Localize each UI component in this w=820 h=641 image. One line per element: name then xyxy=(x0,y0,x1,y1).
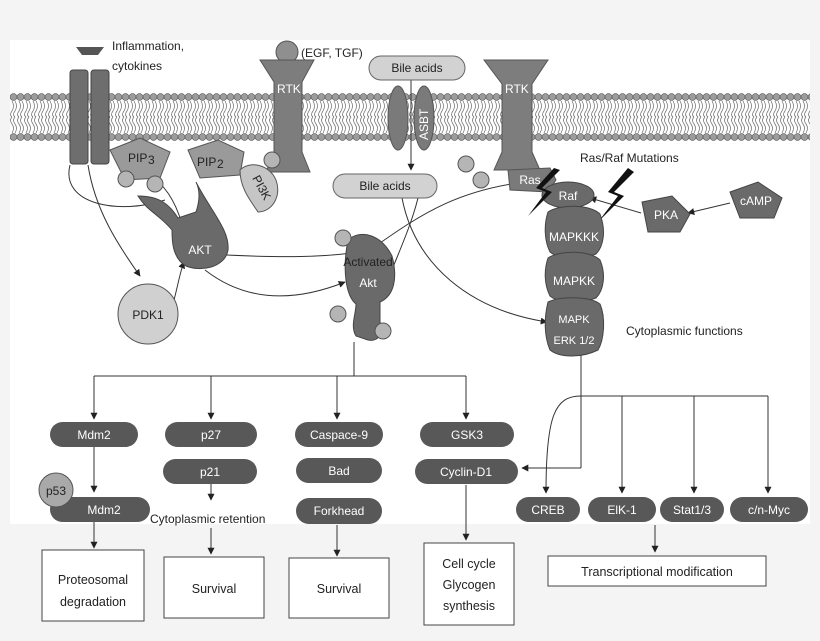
forkhead-label: Forkhead xyxy=(314,504,365,518)
cytokines-label-text: cytokines xyxy=(112,59,162,73)
cytoplasmic-retention-label: Cytoplasmic retention xyxy=(150,512,265,526)
gsk3-label: GSK3 xyxy=(451,428,483,442)
pip2-molecule xyxy=(187,139,281,179)
caspase9-label: Caspace-9 xyxy=(310,428,368,442)
pip2-subscript: 2 xyxy=(217,157,224,171)
p27-label: p27 xyxy=(201,428,221,442)
mapk-erk-protein xyxy=(544,297,605,357)
mdm2-bottom-label: Mdm2 xyxy=(87,503,121,517)
mapkk-protein xyxy=(544,251,604,303)
cell-cycle-label-1: Cell cycle xyxy=(442,557,496,571)
activated-akt-protein xyxy=(329,229,396,341)
survival-label-1: Survival xyxy=(192,582,236,596)
pka-protein xyxy=(641,195,691,233)
bile-acids-top xyxy=(368,55,466,81)
elk1-label: ElK-1 xyxy=(607,503,637,517)
inflammation-label: Inflammation, xyxy=(112,39,184,53)
asbt-label: ASBT xyxy=(417,108,431,140)
bile-acids-top-label: Bile acids xyxy=(391,61,442,75)
pip3-subscript: 3 xyxy=(148,153,155,167)
pip3-molecule xyxy=(109,137,171,193)
mdm2-top-label: Mdm2 xyxy=(77,428,111,442)
stat-label: Stat1/3 xyxy=(673,503,711,517)
ras-raf-mutations-label: Ras/Raf Mutations xyxy=(580,151,679,165)
cell-cycle-label-3: synthesis xyxy=(443,599,495,613)
creb-label: CREB xyxy=(531,503,564,517)
mutation-bolt-icon xyxy=(528,168,560,216)
mapk-label: MAPK xyxy=(558,314,590,326)
akt-targets: Mdm2 p27 Caspace-9 GSK3 p21 Bad Cyclin-D… xyxy=(38,422,518,524)
asbt-transporter xyxy=(387,85,435,151)
pka-label: PKA xyxy=(654,208,678,222)
pip3-label: PIP xyxy=(128,151,147,165)
erk-targets: CREB ElK-1 Stat1/3 c/n-Myc xyxy=(516,497,808,522)
rtk-left-receptor xyxy=(259,40,315,173)
mapkk-label: MAPKK xyxy=(553,274,595,288)
raf-label: Raf xyxy=(559,189,578,203)
erk-label: ERK 1/2 xyxy=(554,335,595,347)
growth-factor-label: (EGF, TGF) xyxy=(301,46,363,60)
p21-label: p21 xyxy=(200,465,220,479)
akt-label: AKT xyxy=(188,243,212,257)
bad-label: Bad xyxy=(328,464,349,478)
bile-acids-mid-label: Bile acids xyxy=(359,179,410,193)
rtk-left-label: RTK xyxy=(277,82,301,96)
pdk1-protein xyxy=(117,283,179,345)
cyclin-d1-label: Cyclin-D1 xyxy=(440,465,492,479)
survival-label-2: Survival xyxy=(317,582,361,596)
pip2-label: PIP xyxy=(197,155,216,169)
outcome-boxes: Proteosomal degradation Survival Surviva… xyxy=(41,542,767,626)
akt-protein xyxy=(137,181,229,270)
cytokine-receptor xyxy=(69,47,110,165)
proteosomal-label-2: degradation xyxy=(60,595,126,609)
pathway-arrows xyxy=(68,80,772,557)
mapkkk-label: MAPKKK xyxy=(549,230,599,244)
cytoplasmic-functions-label: Cytoplasmic functions xyxy=(626,324,743,338)
pdk1-label: PDK1 xyxy=(132,308,164,322)
camp-label: cAMP xyxy=(740,194,772,208)
transcriptional-label: Transcriptional modification xyxy=(581,565,733,579)
activated-akt-label: Activated xyxy=(343,255,392,269)
cell-membrane xyxy=(10,93,810,141)
rtk-right-label: RTK xyxy=(505,82,529,96)
pi3k-protein xyxy=(239,164,279,213)
ras-label: Ras xyxy=(519,173,540,187)
myc-label: c/n-Myc xyxy=(748,503,790,517)
camp-molecule xyxy=(729,181,783,219)
mutation-bolt-icon-2 xyxy=(598,168,634,222)
activated-akt-label-2: Akt xyxy=(359,276,377,290)
mapkkk-protein xyxy=(544,205,604,259)
cell-cycle-label-2: Glycogen xyxy=(443,578,496,592)
p53-label: p53 xyxy=(46,484,66,498)
bile-acids-mid xyxy=(332,173,438,199)
proteosomal-label-1: Proteosomal xyxy=(58,573,128,587)
